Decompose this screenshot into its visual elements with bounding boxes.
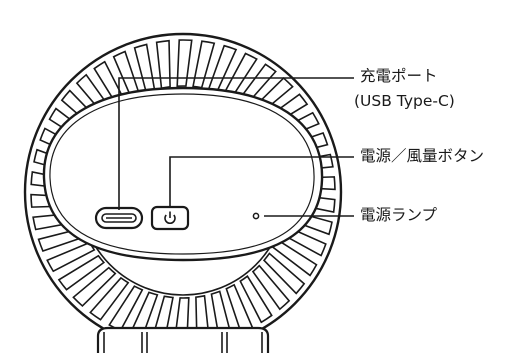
grille-fin [176,39,193,88]
usb-c-port-icon [94,206,144,230]
grille-fin [251,264,291,311]
control-panel [42,86,324,262]
power-lamp-label: 電源ランプ [360,206,438,224]
grille-fin [155,39,171,90]
power-fan-button[interactable] [150,205,190,231]
power-fan-button-label: 電源／風量ボタン [360,147,485,165]
power-icon [164,211,176,224]
charging-port-leader [118,77,354,210]
charging-port-label: 充電ポート [360,67,438,85]
indicator-lamp-icon [252,212,260,220]
control-panel-inner-edge [49,93,315,255]
grille-fin [89,276,130,321]
grille-fin [192,40,216,89]
grille-fin [57,254,106,291]
grille-fin [72,266,117,308]
grille-fin [133,43,156,94]
grille-fin [46,241,96,273]
grille-fin [262,252,306,295]
fan-stand [96,326,270,353]
grille-fin [239,275,273,324]
power-button-leader [169,156,354,207]
charging-port-sublabel: (USB Type-C) [354,92,455,110]
